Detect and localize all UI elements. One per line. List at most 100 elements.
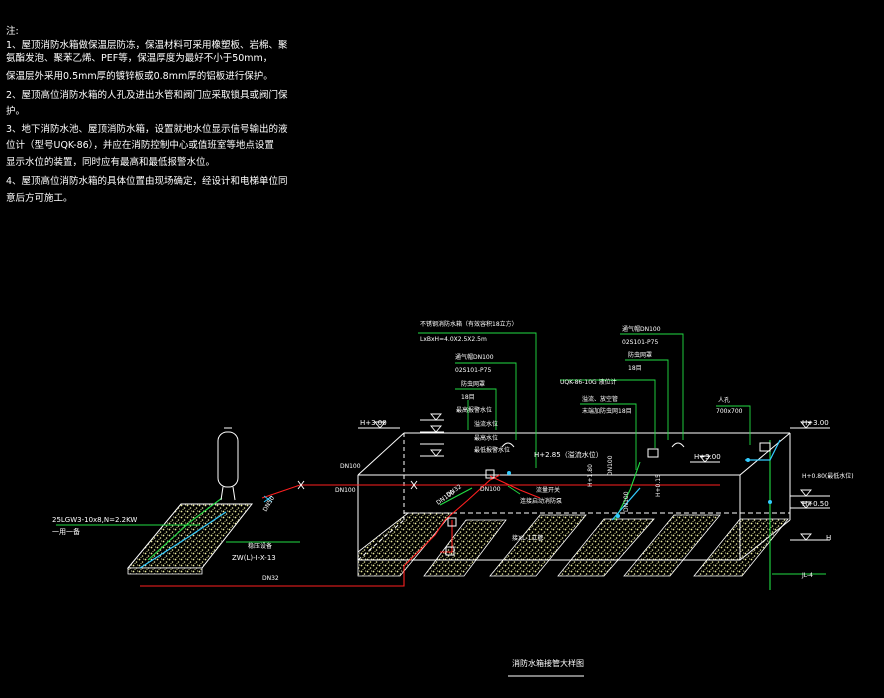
pipe-node (507, 471, 511, 475)
level-h300-right: H+3.00 (802, 419, 829, 427)
pipe-size-label: DN100 (340, 463, 361, 470)
level-triangle-icon (430, 413, 442, 421)
tank-spec-label: LxBxH=4.0X2.5X2.5m (420, 336, 487, 343)
level-h285: H+2.85（溢流水位） (534, 450, 603, 459)
vessel-leg (220, 486, 224, 501)
flow-switch-label: 流量开关 (536, 486, 560, 494)
foundation-slab (126, 503, 789, 577)
pump-config-label: 一用一备 (52, 527, 80, 536)
red-pipe-branch (489, 475, 541, 499)
vessel-leg (232, 486, 236, 501)
pipe-network (139, 439, 781, 590)
valve-icon (447, 517, 457, 527)
level-triangle-icon (800, 501, 812, 509)
flow-switch-icon (485, 469, 495, 479)
tank-top-left (357, 432, 405, 476)
leader-line (560, 379, 656, 448)
stabilizer-model-label: ZW(L)-I-X-13 (232, 554, 276, 562)
mosquito-right-label: 防虫网罩 (628, 351, 652, 359)
tank-bottom-left (357, 519, 405, 561)
tank-top-right (739, 432, 791, 476)
leader-line (507, 485, 521, 495)
level-triangle-icon (430, 425, 442, 433)
green-pipe-tank-out (439, 487, 473, 506)
leader-line (620, 333, 684, 440)
note-line: 氨酯发泡、聚苯乙烯、PEF等，保温厚度为最好不小于50mm， (6, 52, 272, 64)
manhole-label: 700x700 (716, 408, 743, 415)
level-h300-mid: H+3.00 (694, 453, 721, 461)
note-line: 3、地下消防水池、屋顶消防水箱，设置就地水位显示信号输出的液 (6, 123, 288, 135)
note-line: 显示水位的装置，同时应有最高和最低报警水位。 (6, 156, 215, 168)
tank-base-strip (557, 518, 655, 577)
labels: 不锈钢消防水箱（有效容积18立方） LxBxH=4.0X2.5X2.5m 通气帽… (52, 320, 854, 677)
level-triangle-icon (800, 489, 812, 497)
pipe-size-label: DN100 (335, 487, 356, 494)
red-pipe-return (140, 474, 501, 587)
stabilizer-label: 稳压设备 (248, 542, 272, 550)
level-markers (358, 413, 830, 541)
vent-right-label: 通气帽DN100 (622, 325, 661, 333)
overflow-label: 末端加防虫网18目 (582, 407, 632, 415)
valve-icon (263, 495, 273, 503)
note-line: 4、屋顶高位消防水箱的具体位置由现场确定，经设计和电梯单位同 (6, 175, 288, 187)
tank-base-strip (693, 518, 789, 577)
level-triangle-icon (699, 455, 711, 463)
pipe-size-label: DN32 (262, 575, 279, 582)
vent-right-label: 02S101-P75 (622, 339, 658, 346)
note-line: 保温层外采用0.5mm厚的镀锌板或0.8mm厚的铝板进行保护。 (6, 70, 273, 82)
pressure-vessel (217, 427, 239, 501)
note-line: 2、屋顶高位消防水箱的人孔及进出水管和阀门应采取锁具或阀门保 (6, 89, 288, 101)
mosquito-left-label: 防虫网罩 (461, 380, 485, 388)
flow-switch-label: 连接启动消防泵 (520, 497, 562, 505)
level-triangle-icon (430, 449, 442, 457)
level-h180: H+1.80 (587, 464, 594, 487)
level-h050: H+0.50 (802, 500, 829, 508)
note-line: 护。 (6, 105, 25, 117)
level-h015: H+0.15 (655, 474, 662, 497)
notes-block: 注: 1、屋顶消防水箱做保温层防冻，保温材料可采用橡塑板、岩棉、聚 氨酯发泡、聚… (6, 25, 288, 204)
level-triangle-icon (374, 421, 386, 429)
pipe-size-label: DN100 (623, 491, 630, 512)
alarm-low-label: 最低报警水位 (474, 446, 510, 454)
note-line: 意后方可施工。 (6, 192, 73, 204)
manhole-icon (759, 442, 771, 452)
diagram-title: 消防水箱接管大样图 (512, 658, 584, 668)
alarm-high-level-label: 溢流水位 (474, 420, 498, 428)
vent-left-label: 02S101-P75 (455, 367, 491, 374)
pipe-size-label: DN100 (480, 486, 501, 493)
tank-bottom-right (739, 519, 791, 561)
pipe-node (746, 458, 750, 462)
valve-icon (297, 480, 305, 490)
tank-front-face (357, 475, 741, 561)
note-line: 位计（型号UQK-86），并应在消防控制中心或值班室等地点设置 (6, 139, 274, 151)
level-h300-left: H+3.00 (360, 419, 387, 427)
note-line: 注: (6, 25, 19, 37)
leader-lines (56, 332, 826, 575)
fire-water-tank (357, 432, 791, 561)
level-gauge-icon (647, 448, 659, 458)
red-pipe-main (261, 484, 720, 499)
leader-line (580, 403, 637, 470)
valve-icon (445, 546, 455, 556)
tank-base-strip (489, 514, 587, 577)
valve-icon (410, 480, 418, 490)
riser-label: JL-4 (801, 572, 813, 579)
red-pipe-drop (440, 520, 453, 553)
level-h080: H+0.80(最低水位) (802, 472, 854, 480)
max-level-label: 最高水位 (474, 434, 498, 442)
fittings (263, 442, 772, 556)
alarm-high-label: 最高报警水位 (456, 406, 492, 414)
note-line: 1、屋顶消防水箱做保温层防冻，保温材料可采用橡塑板、岩棉、聚 (6, 39, 288, 51)
level-h-bottom: H (826, 534, 831, 542)
leader-line (455, 388, 497, 430)
pressure-note-label: 接XL-1立管 (512, 534, 543, 542)
level-triangle-icon (800, 533, 812, 541)
leader-line (455, 362, 517, 440)
pipe-size-label: DN100 (607, 455, 614, 476)
green-pipe-suction (147, 497, 223, 561)
tank-spec-label: 不锈钢消防水箱（有效容积18立方） (420, 320, 518, 328)
level-triangle-icon (800, 421, 812, 429)
pipe-node (616, 514, 620, 518)
leader-line (716, 405, 751, 445)
